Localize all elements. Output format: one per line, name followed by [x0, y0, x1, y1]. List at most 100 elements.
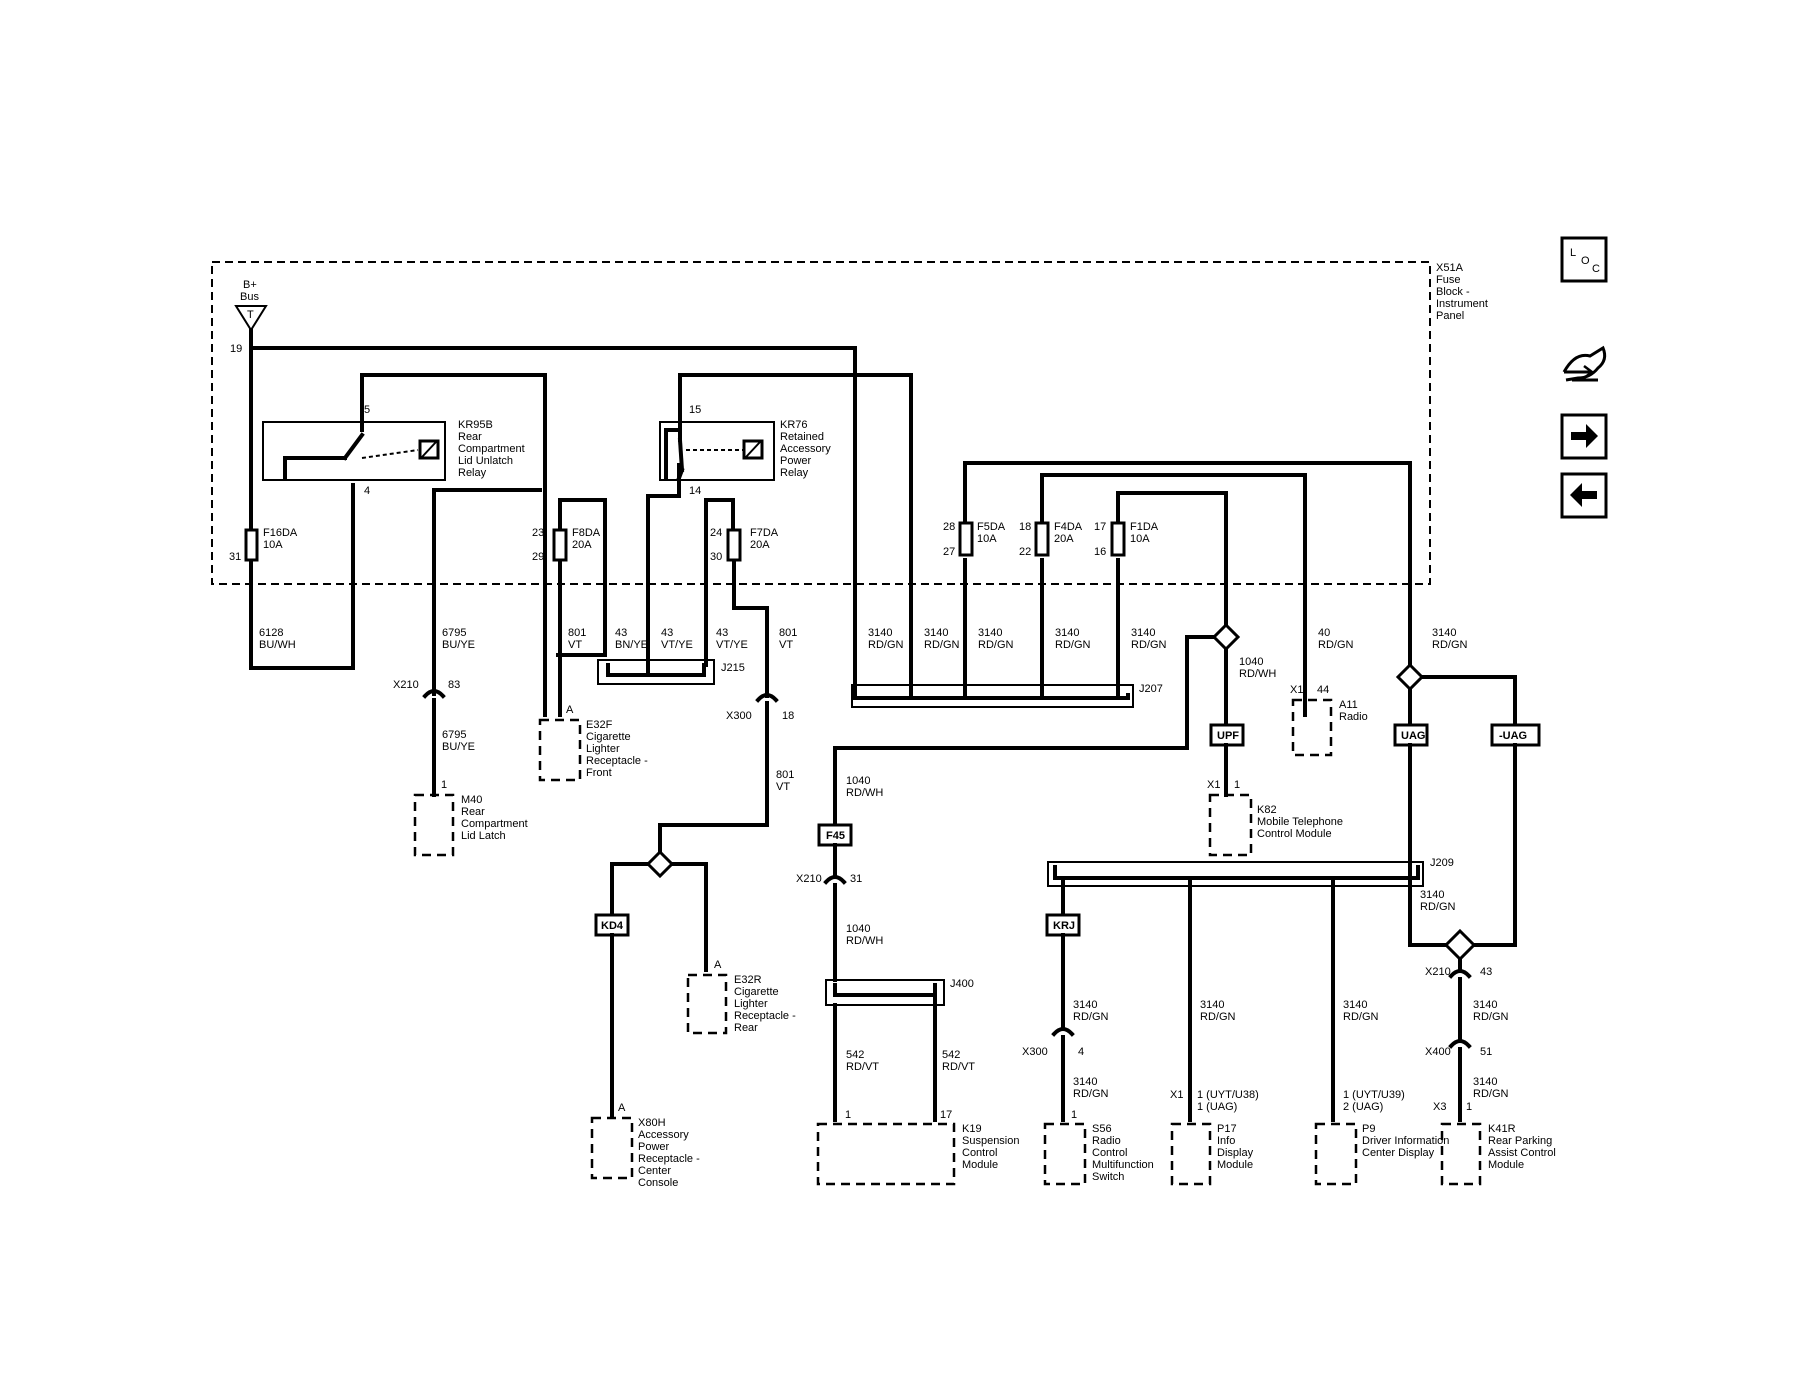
svg-text:3140: 3140 [1055, 627, 1079, 639]
svg-text:4: 4 [1078, 1046, 1084, 1058]
svg-text:J400: J400 [950, 978, 974, 990]
svg-text:10A: 10A [977, 533, 997, 545]
svg-text:3140: 3140 [868, 627, 892, 639]
svg-text:16: 16 [1094, 546, 1106, 558]
svg-text:Module: Module [962, 1159, 998, 1171]
loc-icon[interactable]: L O C [1560, 236, 1608, 283]
svg-text:F8DA: F8DA [572, 527, 601, 539]
svg-text:E32F: E32F [586, 719, 613, 731]
svg-text:6795: 6795 [442, 627, 466, 639]
svg-text:801: 801 [568, 627, 586, 639]
related-circuits-icon[interactable] [1562, 345, 1607, 382]
svg-text:Display: Display [1217, 1147, 1254, 1159]
svg-text:A: A [618, 1102, 626, 1114]
svg-text:Power: Power [780, 455, 812, 467]
svg-text:RD/VT: RD/VT [942, 1061, 975, 1073]
svg-text:542: 542 [942, 1049, 960, 1061]
component-p17: X1 1 (UYT/U38) 1 (UAG) P17 Info Display … [1170, 1089, 1259, 1186]
svg-text:Control Module: Control Module [1257, 828, 1332, 840]
svg-text:RD/GN: RD/GN [868, 639, 904, 651]
svg-text:1: 1 [1466, 1101, 1472, 1113]
splice-j215: J215 [597, 659, 745, 685]
svg-text:Bus: Bus [240, 291, 259, 303]
svg-text:P17: P17 [1217, 1123, 1237, 1135]
svg-text:RD/GN: RD/GN [1473, 1088, 1509, 1100]
svg-text:3140: 3140 [1473, 1076, 1497, 1088]
svg-text:43: 43 [615, 627, 627, 639]
svg-text:UAG: UAG [1401, 730, 1425, 742]
svg-text:F45: F45 [826, 830, 845, 842]
svg-text:Lid Unlatch: Lid Unlatch [458, 455, 513, 467]
svg-text:19: 19 [230, 343, 242, 355]
svg-text:Receptacle -: Receptacle - [734, 1010, 796, 1022]
svg-text:Cigarette: Cigarette [586, 731, 631, 743]
svg-text:Multifunction: Multifunction [1092, 1159, 1154, 1171]
svg-text:Compartment: Compartment [458, 443, 525, 455]
uag-branch: UAG -UAG 3140 RD/GN [1393, 662, 1541, 962]
connector-x210-83: X210 83 6795 BU/YE [393, 566, 475, 797]
svg-text:20A: 20A [572, 539, 592, 551]
svg-text:17: 17 [940, 1109, 952, 1121]
fuse-f4da: 18 22 F4DA 20A [1019, 521, 1083, 558]
svg-text:5: 5 [364, 404, 370, 416]
svg-text:X80H: X80H [638, 1117, 666, 1129]
svg-text:14: 14 [689, 485, 701, 497]
svg-text:Info: Info [1217, 1135, 1235, 1147]
svg-text:Radio: Radio [1339, 711, 1368, 723]
svg-text:F4DA: F4DA [1054, 521, 1083, 533]
relay-kr95b: 5 4 KR95B Rear Compartment Lid Unlatch R… [262, 373, 525, 497]
svg-text:VT/YE: VT/YE [716, 639, 748, 651]
svg-text:Compartment: Compartment [461, 818, 528, 830]
svg-text:F5DA: F5DA [977, 521, 1006, 533]
main-bus-wires [249, 328, 1412, 717]
kd4-e32r-branch: KD4 [594, 849, 708, 1117]
svg-text:3140: 3140 [1420, 889, 1444, 901]
svg-text:X3: X3 [1433, 1101, 1446, 1113]
svg-text:RD/WH: RD/WH [846, 787, 883, 799]
svg-text:O: O [1581, 255, 1590, 267]
component-x80h: A X80H Accessory Power Receptacle - Cent… [590, 1102, 700, 1189]
svg-text:10A: 10A [1130, 533, 1150, 545]
svg-text:KD4: KD4 [601, 920, 624, 932]
previous-page-icon[interactable] [1560, 472, 1608, 519]
svg-text:31: 31 [229, 551, 241, 563]
svg-text:RD/GN: RD/GN [924, 639, 960, 651]
svg-text:RD/WH: RD/WH [846, 935, 883, 947]
svg-text:X400: X400 [1425, 1046, 1451, 1058]
svg-text:1040: 1040 [1239, 656, 1263, 668]
fuse-f8da: 23 29 F8DA 20A [532, 527, 601, 563]
svg-text:X300: X300 [726, 710, 752, 722]
svg-text:M40: M40 [461, 794, 482, 806]
svg-text:1040: 1040 [846, 775, 870, 787]
svg-text:18: 18 [1019, 521, 1031, 533]
svg-text:6795: 6795 [442, 729, 466, 741]
svg-text:X1: X1 [1170, 1089, 1183, 1101]
svg-text:30: 30 [710, 551, 722, 563]
svg-text:Rear Parking: Rear Parking [1488, 1135, 1552, 1147]
svg-text:28: 28 [943, 521, 955, 533]
svg-text:51: 51 [1480, 1046, 1492, 1058]
svg-text:VT: VT [568, 639, 582, 651]
svg-text:Assist Control: Assist Control [1488, 1147, 1556, 1159]
svg-text:C: C [1592, 263, 1600, 275]
svg-text:801: 801 [776, 769, 794, 781]
svg-text:20A: 20A [1054, 533, 1074, 545]
svg-text:23: 23 [532, 527, 544, 539]
svg-text:RD/GN: RD/GN [1473, 1011, 1509, 1023]
svg-text:44: 44 [1317, 684, 1329, 696]
option-upf: UPF [1209, 723, 1245, 747]
svg-text:3140: 3140 [1473, 999, 1497, 1011]
svg-text:27: 27 [943, 546, 955, 558]
svg-text:Lighter: Lighter [734, 998, 768, 1010]
svg-text:K82: K82 [1257, 804, 1277, 816]
svg-text:BN/YE: BN/YE [615, 639, 648, 651]
svg-text:1: 1 [845, 1109, 851, 1121]
svg-text:1: 1 [1071, 1109, 1077, 1121]
svg-text:Lighter: Lighter [586, 743, 620, 755]
krj-branch: KRJ 3140 RD/GN X300 4 3140 RD/GN [1022, 876, 1109, 1122]
splice-j400: J400 542 RD/VT 542 RD/VT [825, 978, 975, 1122]
component-p9: 1 (UYT/U39) 2 (UAG) P9 Driver Informatio… [1314, 1089, 1449, 1186]
next-page-icon[interactable] [1560, 413, 1608, 460]
svg-text:Block -: Block - [1436, 286, 1470, 298]
svg-text:Radio: Radio [1092, 1135, 1121, 1147]
